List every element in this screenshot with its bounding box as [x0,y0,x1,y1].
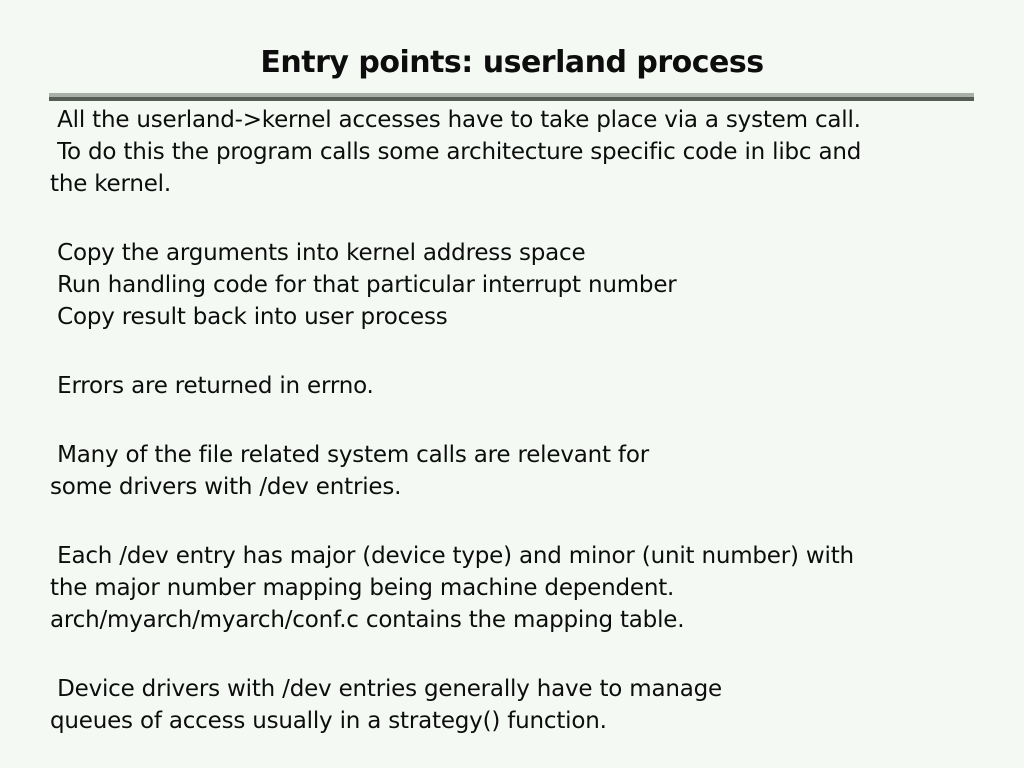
paragraph: Device drivers with /dev entries general… [50,673,1014,737]
text-line: arch/myarch/myarch/conf.c contains the m… [50,607,685,633]
text-line: queues of access usually in a strategy()… [50,708,607,734]
text-line: Many of the file related system calls ar… [50,442,649,468]
paragraph: Many of the file related system calls ar… [50,439,1014,503]
text-line: the major number mapping being machine d… [50,575,675,601]
text-line: Copy the arguments into kernel address s… [50,240,586,266]
text-line: Run handling code for that particular in… [50,272,677,298]
slide-body: All the userland->kernel accesses have t… [50,104,1014,737]
slide-title: Entry points: userland process [260,45,764,80]
text-line: the kernel. [50,171,171,197]
text-line: Each /dev entry has major (device type) … [50,543,854,569]
text-line: All the userland->kernel accesses have t… [50,107,861,133]
text-line: Copy result back into user process [50,304,448,330]
paragraph: Each /dev entry has major (device type) … [50,540,1014,636]
title-rule [49,93,974,101]
text-line: To do this the program calls some archit… [50,139,862,165]
paragraph: Errors are returned in errno. [50,370,1014,402]
paragraph: All the userland->kernel accesses have t… [50,104,1014,200]
text-line: Device drivers with /dev entries general… [50,676,722,702]
text-line: some drivers with /dev entries. [50,474,402,500]
paragraph: Copy the arguments into kernel address s… [50,237,1014,333]
text-line: Errors are returned in errno. [50,373,374,399]
